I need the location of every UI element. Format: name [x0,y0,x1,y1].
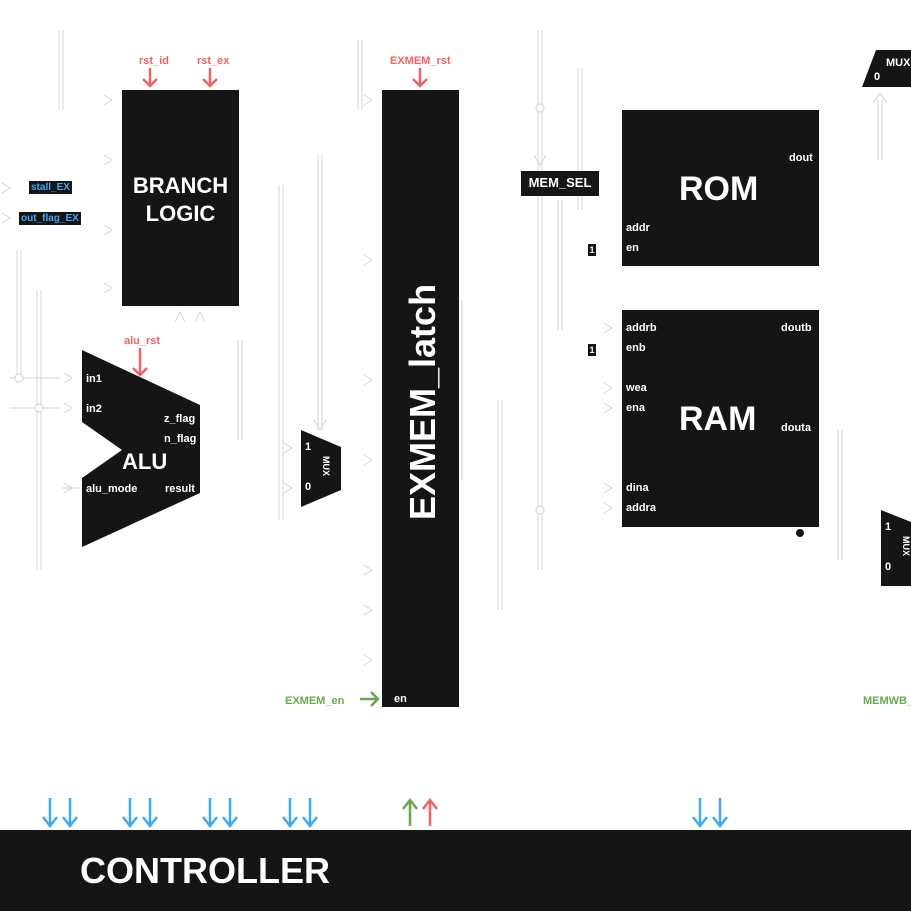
branch-logic-block: BRANCH LOGIC [122,90,239,306]
mux-bottom-right-shape [881,510,911,586]
alu-rst-label: alu_rst [124,335,161,347]
mux-left-label: MUX [321,456,331,476]
rom-addr-port: addr [626,222,650,234]
mux-bottom-right-zero: 0 [885,561,892,573]
ram-enb-constant: 1 [588,344,596,356]
mux-left-one: 1 [305,441,312,453]
exmem-en-port: en [394,693,407,705]
mem-sel-label: MEM_SEL [528,175,592,190]
exmem-rst-label: EXMEM_rst [390,55,451,67]
ram-ena-port: ena [626,402,645,414]
exmem-en-label: EXMEM_en [285,695,345,707]
rst-ex-label: rst_ex [197,55,230,67]
rom-block: ROM dout addr en [622,110,819,266]
stall-ex-tag: stall_EX [29,181,72,194]
alu-mode-port: alu_mode [86,483,138,495]
memwb-label: MEMWB_ [863,695,911,707]
mux-left-shape [301,430,341,507]
alu-shape [82,350,200,547]
mux-top-right-zero: 0 [874,71,881,83]
exmem-latch-title: EXMEM_latch [402,283,443,520]
ram-clock-dot [796,529,804,537]
alu-z-flag-port: z_flag [164,413,196,425]
mem-sel-block: MEM_SEL [521,171,599,196]
ram-doutb-port: doutb [781,322,812,334]
rom-title: ROM [679,170,759,208]
rom-en-port: en [626,242,639,254]
controller-block: CONTROLLER [0,830,911,911]
mux-left-zero: 0 [305,481,312,493]
ram-douta-port: douta [781,422,811,434]
ram-wea-port: wea [626,382,647,394]
ram-enb-port: enb [626,342,646,354]
rom-en-constant: 1 [588,244,596,256]
mux-top-right-shape [862,50,911,87]
out-flag-ex-tag: out_flag_EX [19,212,81,225]
alu-n-flag-port: n_flag [164,433,197,445]
rom-dout-port: dout [789,152,813,164]
alu-title: ALU [122,449,168,474]
ram-dina-port: dina [626,482,649,494]
ram-addrb-port: addrb [626,322,657,334]
exmem-latch-block: EXMEM_latch en [382,90,459,707]
mux-bottom-right-one: 1 [885,521,892,533]
alu-in1-port: in1 [86,373,102,385]
rst-id-label: rst_id [139,55,169,67]
controller-title: CONTROLLER [80,850,330,891]
ram-addra-port: addra [626,502,656,514]
ram-title: RAM [679,400,757,438]
branch-title-line2: LOGIC [145,201,216,226]
mux-bottom-right-label: MUX [901,536,911,556]
alu-result-port: result [165,483,195,495]
ram-block: RAM addrb enb wea ena dina addra doutb d… [622,310,819,527]
branch-title-line1: BRANCH [132,173,229,198]
alu-in2-port: in2 [86,403,102,415]
mux-top-right-label: MUX [886,57,911,69]
